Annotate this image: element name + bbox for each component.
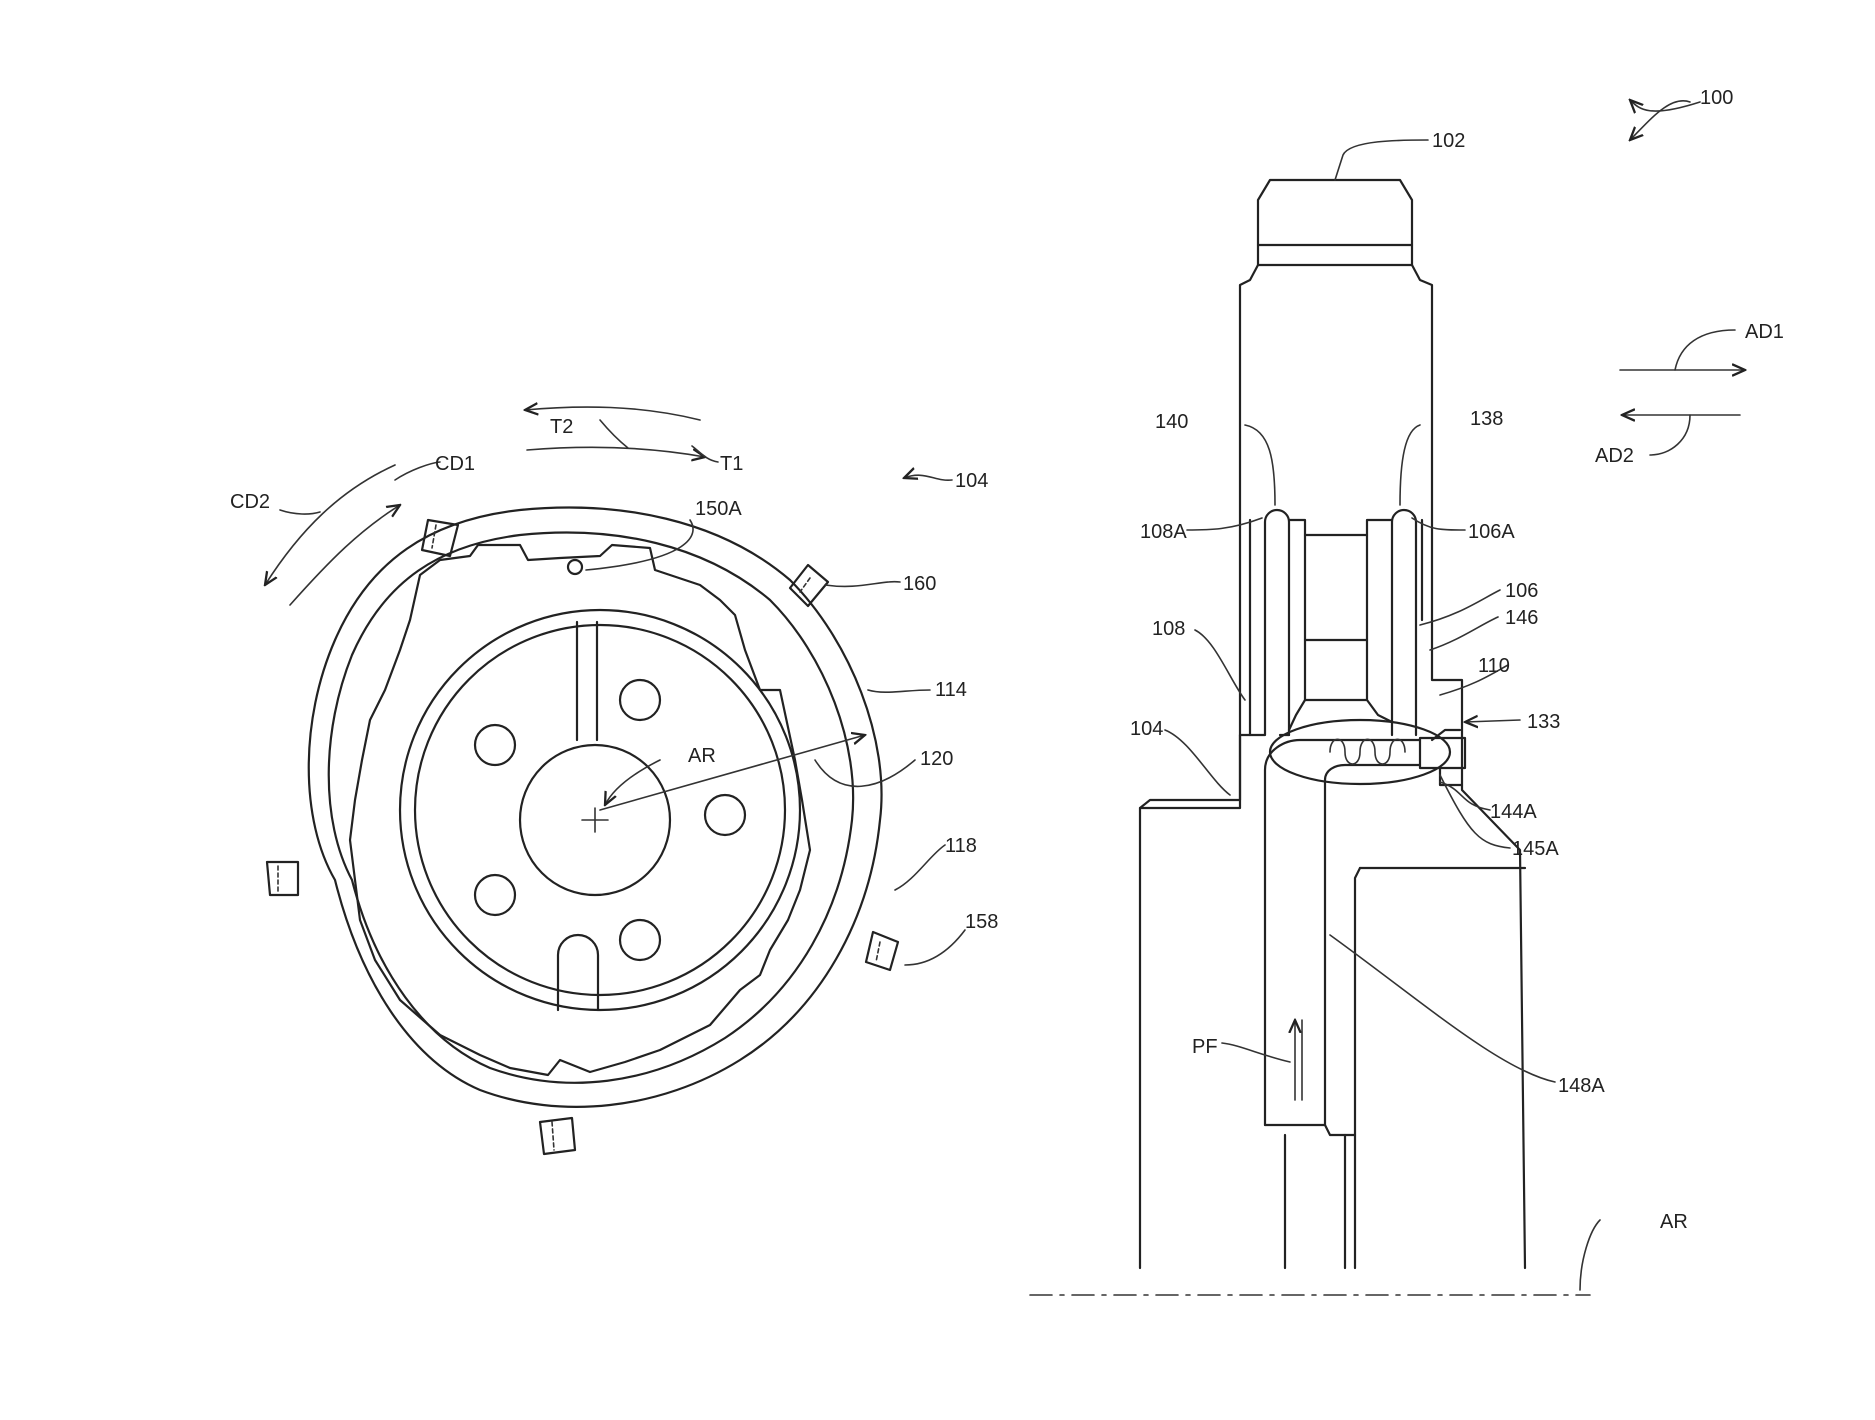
bolt-hole	[620, 680, 660, 720]
tab	[540, 1118, 575, 1154]
groove-140	[1240, 510, 1289, 735]
label-AR-left: AR	[688, 745, 716, 767]
label-106A: 106A	[1468, 521, 1515, 543]
label-144A: 144A	[1490, 801, 1537, 823]
spring	[1330, 739, 1405, 764]
plunger-133	[1420, 738, 1465, 768]
label-AR-right: AR	[1660, 1211, 1688, 1233]
axis-cross	[582, 808, 608, 832]
cross-section-view	[1030, 180, 1590, 1295]
label-120: 120	[920, 748, 953, 770]
label-T2: T2	[550, 416, 573, 438]
label-CD2: CD2	[230, 491, 270, 513]
arrow-CD1	[290, 505, 400, 605]
label-145A: 145A	[1512, 838, 1559, 860]
label-150A: 150A	[695, 498, 742, 520]
label-104-left: 104	[955, 470, 988, 492]
label-148A: 148A	[1558, 1075, 1605, 1097]
leader-AR-left	[605, 760, 660, 805]
label-T1: T1	[720, 453, 743, 475]
hole-150A	[568, 560, 582, 574]
label-106: 106	[1505, 580, 1538, 602]
arrow-T1	[527, 447, 705, 457]
label-108: 108	[1152, 618, 1185, 640]
label-146: 146	[1505, 607, 1538, 629]
tab-158	[866, 932, 898, 970]
label-118: 118	[945, 835, 977, 857]
hub-end-view	[267, 508, 898, 1154]
label-102: 102	[1432, 130, 1465, 152]
gear-tooth-102	[1258, 180, 1412, 265]
label-114: 114	[935, 679, 967, 701]
bolt-hole	[620, 920, 660, 960]
gear-web	[1240, 265, 1432, 735]
label-138: 138	[1470, 408, 1503, 430]
groove-138	[1392, 510, 1416, 735]
label-100: 100	[1700, 87, 1733, 109]
label-AD2: AD2	[1595, 445, 1634, 467]
arrow-CD2	[265, 465, 395, 585]
label-CD1: CD1	[435, 453, 475, 475]
radial-channel	[577, 622, 597, 740]
label-AD1: AD1	[1745, 321, 1784, 343]
label-133: 133	[1527, 711, 1560, 733]
slot	[558, 935, 598, 1010]
bolt-hole	[475, 875, 515, 915]
direction-arrows-left	[265, 407, 718, 605]
label-104-right: 104	[1130, 718, 1163, 740]
reference-labels: 100 102 104 104 106 106A 108 108A 110 11…	[230, 87, 1784, 1233]
label-140: 140	[1155, 411, 1188, 433]
flow-channel-148A	[1265, 740, 1420, 1125]
bolt-hole	[705, 795, 745, 835]
label-PF: PF	[1192, 1036, 1218, 1058]
inner-ring-118	[329, 533, 853, 1083]
label-158: 158	[965, 911, 998, 933]
lobe-profile	[350, 545, 810, 1075]
label-108A: 108A	[1140, 521, 1187, 543]
hub-body-104	[1140, 735, 1240, 1268]
outer-ring-114	[309, 508, 882, 1107]
label-110: 110	[1478, 655, 1510, 677]
bolt-hole	[475, 725, 515, 765]
label-160: 160	[903, 573, 936, 595]
tab	[267, 862, 298, 895]
